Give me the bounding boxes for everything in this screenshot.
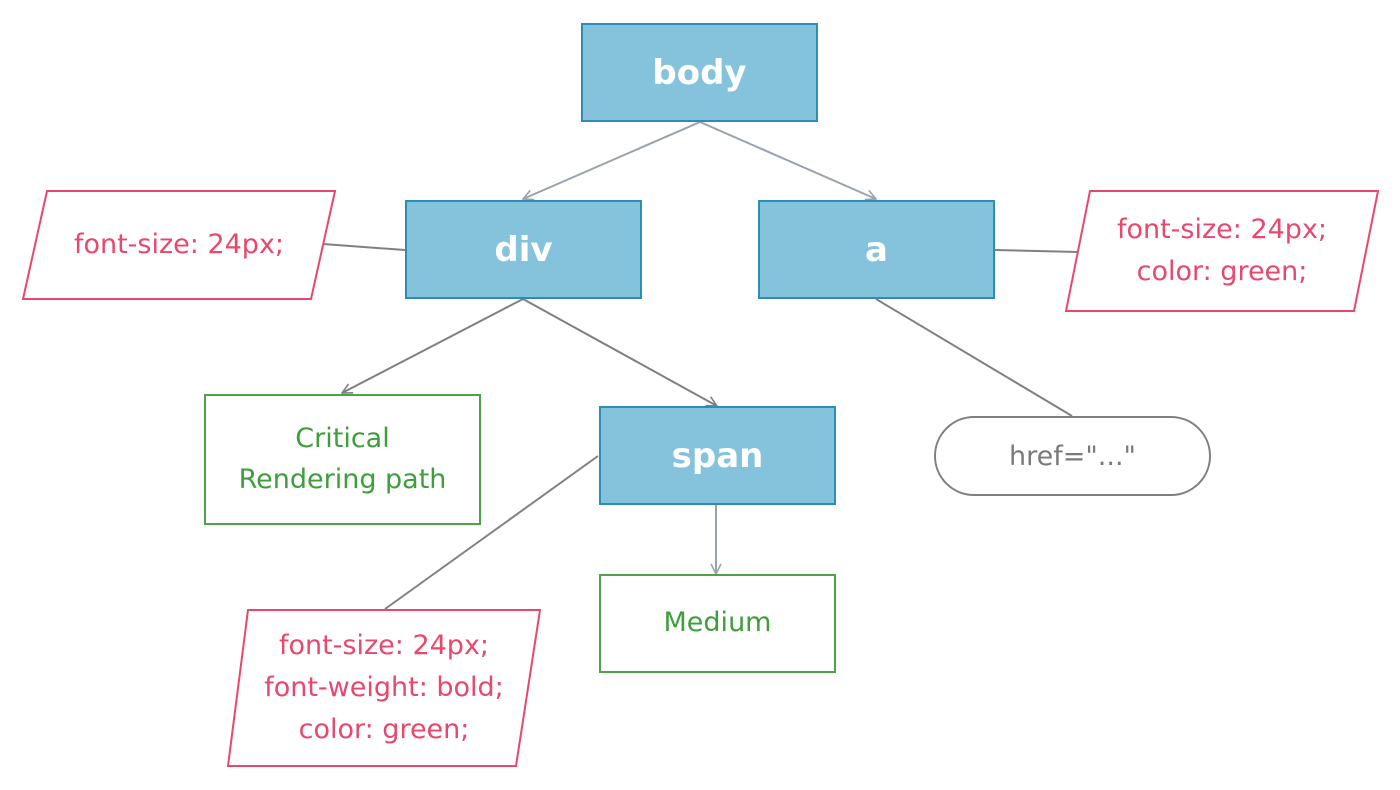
style-box-span (226, 609, 542, 767)
style-box-a (1064, 190, 1380, 312)
style-rule: font-size: 24px; (73, 229, 285, 261)
edge-body-div (523, 121, 701, 199)
text-node-critical-rendering-path: Critical Rendering path (204, 394, 481, 525)
style-box-div (21, 190, 337, 300)
edge-body-a (699, 121, 876, 199)
text-line-1: Critical (295, 423, 390, 454)
style-rule: font-size: 24px; (1116, 214, 1328, 246)
style-rules-span: font-size: 24px; font-weight: bold; colo… (228, 610, 540, 766)
connector-a-style (994, 249, 1079, 253)
node-div: div (405, 200, 642, 299)
style-rules-a: font-size: 24px; color: green; (1066, 191, 1378, 311)
edge-a-href (875, 298, 1073, 417)
connector-div-style (322, 243, 406, 251)
edge-div-text (342, 298, 524, 394)
node-body: body (581, 23, 818, 122)
style-rules-div: font-size: 24px; (23, 191, 335, 299)
node-span: span (599, 406, 836, 505)
connector-span-style (384, 455, 599, 610)
edge-div-span (522, 298, 717, 407)
style-rule: color: green; (298, 713, 470, 745)
node-a: a (758, 200, 995, 299)
style-rule: font-weight: bold; (264, 672, 504, 704)
style-rule: color: green; (1136, 256, 1308, 287)
text-node-medium: Medium (599, 574, 836, 673)
text-line-2: Rendering path (238, 463, 447, 495)
attribute-node-href: href="..." (934, 416, 1211, 496)
style-rule: font-size: 24px; (278, 630, 490, 662)
